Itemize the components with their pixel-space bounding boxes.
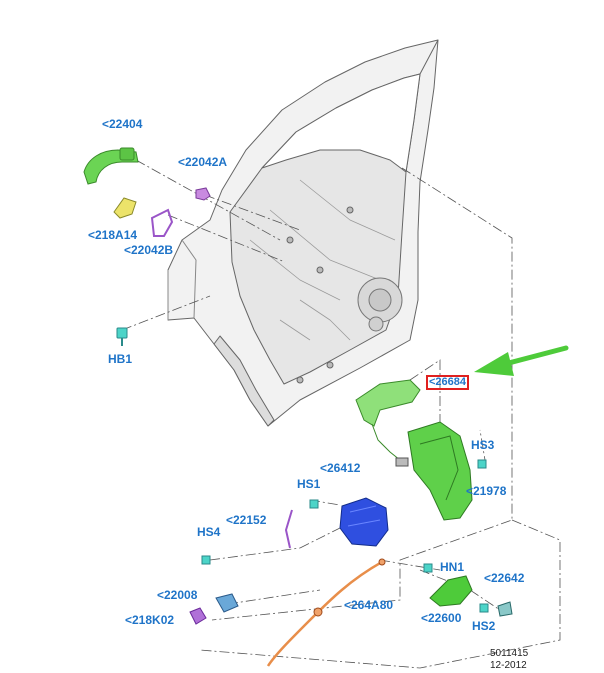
bolt-icon[interactable] [116, 327, 128, 346]
door-panel [167, 39, 439, 427]
callout-22042a[interactable]: <22042A [178, 155, 228, 169]
screw-icon[interactable] [477, 459, 487, 469]
callout-22042b[interactable]: <22042B [124, 243, 174, 257]
callout-218k02[interactable]: <218K02 [125, 613, 175, 627]
handle-bracket-icon[interactable] [355, 379, 421, 467]
callout-hs1[interactable]: HS1 [297, 477, 321, 491]
callout-hs2[interactable]: HS2 [472, 619, 496, 633]
callout-22404[interactable]: <22404 [102, 117, 143, 131]
screw-icon[interactable] [309, 499, 319, 509]
doc-date: 12-2012 [490, 660, 527, 671]
rod-icon[interactable] [284, 509, 293, 549]
callout-hs4[interactable]: HS4 [197, 525, 221, 539]
latch-icon[interactable] [339, 497, 389, 547]
nut-icon[interactable] [423, 563, 433, 573]
pointer-arrow-icon [474, 345, 569, 376]
callout-hs3[interactable]: HS3 [471, 438, 495, 452]
screw-icon[interactable] [479, 603, 489, 613]
clip-icon[interactable] [497, 601, 513, 617]
clip-icon[interactable] [215, 593, 239, 613]
handle-gasket-rear-icon[interactable] [150, 208, 174, 237]
handle-gasket-icon[interactable] [195, 187, 211, 201]
screw-icon[interactable] [201, 555, 211, 565]
callout-hb1[interactable]: HB1 [108, 352, 133, 366]
callout-22600[interactable]: <22600 [421, 611, 462, 625]
doc-number: 5011415 [490, 648, 529, 659]
callout-22008[interactable]: <22008 [157, 588, 198, 602]
callout-22642[interactable]: <22642 [484, 571, 525, 585]
cap-icon[interactable] [189, 607, 207, 625]
callout-264a80[interactable]: <264A80 [344, 598, 394, 612]
callout-22152[interactable]: <22152 [226, 513, 267, 527]
interior-handle-icon[interactable] [429, 575, 473, 607]
callout-26412[interactable]: <26412 [320, 461, 361, 475]
callout-hn1[interactable]: HN1 [440, 560, 465, 574]
callout-26684-highlighted[interactable]: <26684 [426, 375, 470, 390]
callout-21978[interactable]: <21978 [466, 484, 507, 498]
exterior-handle-icon[interactable] [83, 147, 139, 185]
latch-bracket-icon[interactable] [407, 421, 473, 521]
lock-cylinder-cap-icon[interactable] [113, 197, 137, 219]
remote-cable-icon[interactable] [266, 558, 386, 667]
callout-218a14[interactable]: <218A14 [88, 228, 138, 242]
